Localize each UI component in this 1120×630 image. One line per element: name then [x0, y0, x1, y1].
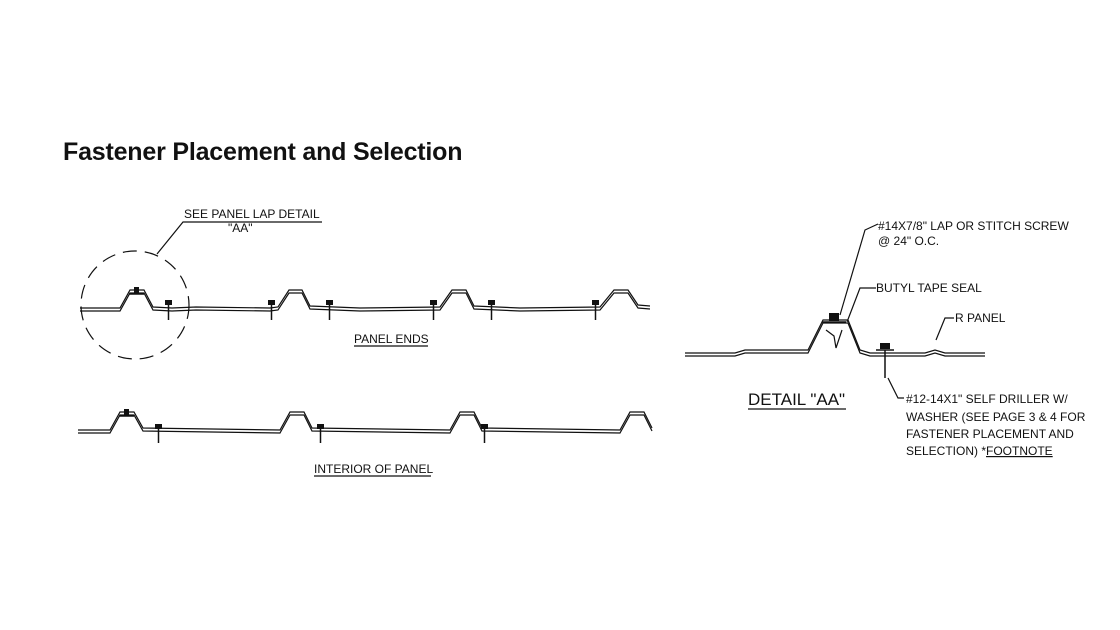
- butyl-tape-seal-label: BUTYL TAPE SEAL: [876, 281, 982, 295]
- self-driller-label-line2: WASHER (SEE PAGE 3 & 4 FOR: [906, 410, 1086, 424]
- self-driller-label-line3: FASTENER PLACEMENT AND: [906, 427, 1074, 441]
- leader-line: [156, 221, 322, 255]
- see-panel-lap-detail-label: SEE PANEL LAP DETAIL: [184, 207, 320, 221]
- detail-aa-label: DETAIL "AA": [748, 390, 845, 409]
- panel-ends-view: SEE PANEL LAP DETAIL "AA" PANEL ENDS: [80, 207, 651, 360]
- self-driller-screw-icon: [155, 424, 162, 443]
- self-driller-label-line4: SELECTION) *FOOTNOTE: [906, 444, 1053, 458]
- footnote-link[interactable]: FOOTNOTE: [986, 444, 1053, 458]
- self-driller-screw-icon: [481, 424, 488, 443]
- self-driller-screw-icon: [430, 300, 437, 320]
- panel-ends-label: PANEL ENDS: [354, 332, 429, 346]
- lap-screw-icon: [129, 287, 144, 295]
- selection-text: SELECTION) *: [906, 444, 986, 458]
- detail-callout-circle: [80, 250, 190, 360]
- interior-of-panel-label: INTERIOR OF PANEL: [314, 462, 433, 476]
- self-driller-screw-icon: [488, 300, 495, 320]
- self-driller-screw-icon: [592, 300, 599, 320]
- page-title: Fastener Placement and Selection: [63, 138, 463, 166]
- self-driller-screw-icon: [326, 300, 333, 320]
- interior-of-panel-view: INTERIOR OF PANEL: [78, 409, 653, 477]
- self-driller-screw-icon: [876, 343, 894, 378]
- lap-screw-label: #14X7/8" LAP OR STITCH SCREW: [878, 219, 1069, 233]
- self-driller-screw-icon: [165, 300, 172, 320]
- self-driller-screw-icon: [317, 424, 324, 443]
- detail-aa-view: #14X7/8" LAP OR STITCH SCREW @ 24" O.C. …: [685, 219, 1086, 458]
- r-panel-label: R PANEL: [955, 311, 1006, 325]
- self-driller-screw-icon: [268, 300, 275, 320]
- lap-screw-icon: [119, 409, 134, 417]
- self-driller-label-line1: #12-14X1" SELF DRILLER W/: [906, 392, 1068, 406]
- lap-screw-icon: [822, 313, 846, 349]
- lap-screw-spacing-label: @ 24" O.C.: [878, 234, 939, 248]
- aa-reference-label: "AA": [228, 221, 253, 235]
